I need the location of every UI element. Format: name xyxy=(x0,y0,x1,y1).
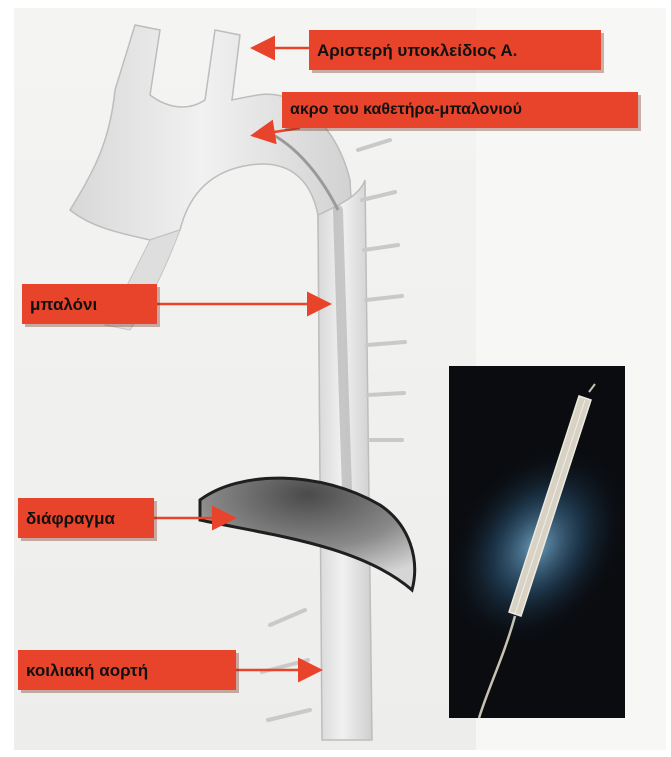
balloon-catheter-photo-graphic xyxy=(449,366,625,718)
balloon-catheter-photo xyxy=(449,366,625,718)
label-diaphragm: διάφραγμα xyxy=(18,498,154,538)
label-celiac-aorta: κοιλιακή αορτή xyxy=(18,650,236,690)
label-balloon: μπαλόνι xyxy=(22,284,157,324)
label-catheter-balloon-tip: ακρο του καθετήρα-μπαλονιού xyxy=(282,92,638,128)
label-left-subclavian-artery: Αριστερή υποκλείδιος Α. xyxy=(309,30,601,70)
